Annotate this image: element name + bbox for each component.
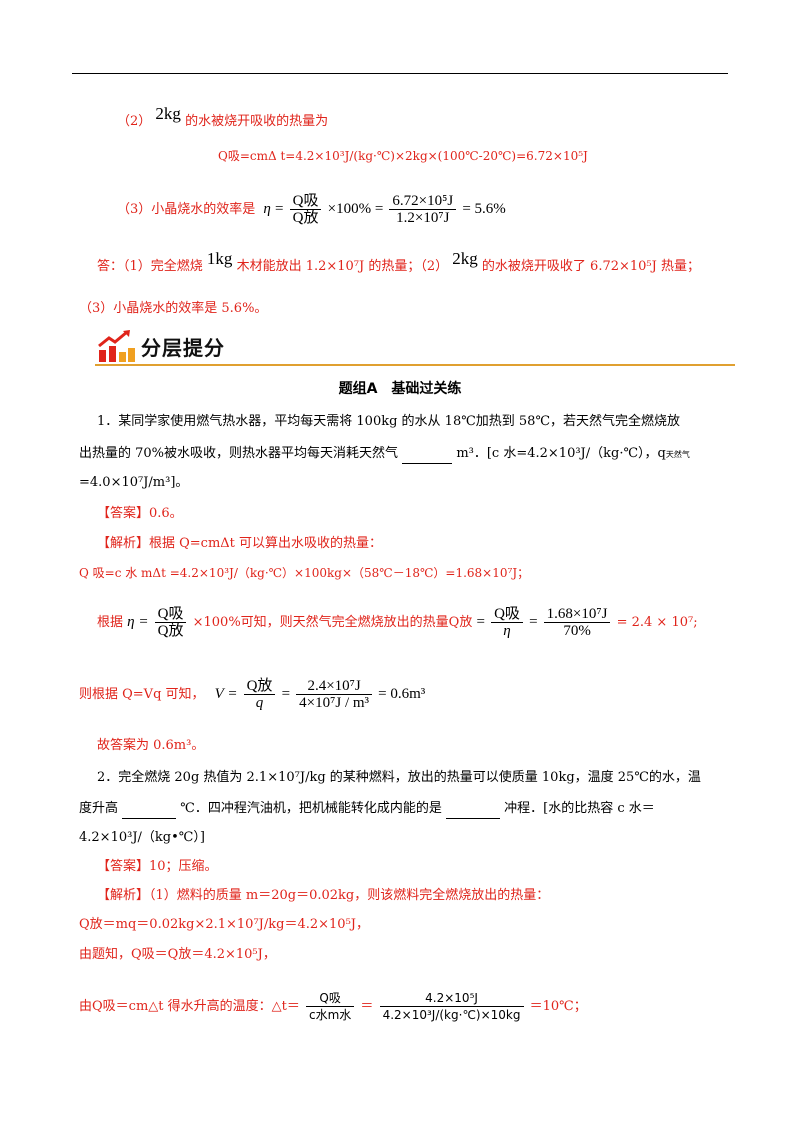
- q1-step2-text: ×100%可知，则天然气完全燃烧放出的热量Q放: [192, 615, 473, 630]
- q1-fraction-e: 2.4×10⁷J 4×10⁷J / m³: [296, 678, 373, 711]
- answer-text: 木材能放出 1.2×10⁷J 的热量；（2）: [236, 259, 449, 274]
- fraction-numerator: 4.2×10⁵J: [379, 990, 524, 1007]
- q2-text: 度升高: [79, 801, 119, 816]
- part3-label: （3）小晶烧水的效率是: [117, 202, 256, 217]
- growth-chart-icon: [98, 330, 135, 362]
- q1-fraction-b: Q吸 η: [491, 606, 523, 639]
- q1-step3: 则根据 Q=Vq 可知， V = Q放 q = 2.4×10⁷J 4×10⁷J …: [79, 678, 425, 711]
- answer-mass: 2kg: [452, 249, 478, 268]
- q2-line-1: 2．完全燃烧 20g 热值为 2.1×10⁷J/kg 的某种燃料，放出的热量可以…: [97, 770, 701, 785]
- q1-step2-text: 根据: [97, 615, 124, 630]
- q1-step1: Q 吸=c 水 mΔt =4.2×10³J/（kg·℃）×100kg×（58℃－…: [79, 566, 530, 580]
- q1-subscript: 天然气: [665, 450, 690, 459]
- fraction-numerator: 1.68×10⁷J: [543, 606, 611, 623]
- q2-step3-text: 由Q吸＝cm△t 得水升高的温度：△t＝: [79, 999, 300, 1014]
- q2-step2: 由题知，Q吸＝Q放＝4.2×10⁵J，: [79, 947, 276, 962]
- q1-line-3: =4.0×10⁷J/m³]。: [79, 475, 189, 490]
- fraction-denominator: η: [503, 623, 511, 639]
- q1-fraction-a: Q吸 Q放: [154, 606, 187, 639]
- fraction-numerator: 2.4×10⁷J: [296, 678, 373, 695]
- q2-step3: 由Q吸＝cm△t 得水升高的温度：△t＝ Q吸 c水m水 ＝ 4.2×10⁵J …: [79, 990, 587, 1023]
- q1-answer: 【答案】0.6。: [97, 506, 183, 521]
- answer-line-1: 答：（1）完全燃烧 1kg 木材能放出 1.2×10⁷J 的热量；（2） 2kg…: [97, 250, 700, 276]
- part3-line: （3）小晶烧水的效率是 η = Q吸 Q放 ×100% = 6.72×10⁵J …: [117, 193, 506, 226]
- banner-title: 分层提分: [141, 336, 225, 360]
- equals-sign: =: [529, 614, 538, 630]
- fraction-numerator: Q吸: [305, 990, 355, 1007]
- q2-fraction-a: Q吸 c水m水: [305, 990, 355, 1023]
- q2-analysis: 【解析】（1）燃料的质量 m＝20g＝0.02kg，则该燃料完全燃烧放出的热量：: [97, 888, 550, 903]
- fraction-denominator: c水m水: [308, 1008, 352, 1022]
- answer-mass: 1kg: [206, 249, 233, 268]
- q1-line-2: 出热量的 70%被水吸收，则热水器平均每天消耗天然气 m³．[c 水=4.2×1…: [79, 445, 690, 464]
- banner-rule: [95, 364, 735, 366]
- q2-text: ℃．四冲程汽油机，把机械能转化成内能的是: [180, 801, 442, 816]
- part2-label-line: （2） 2kg 的水被烧开吸收的热量为: [117, 105, 329, 131]
- fraction-denominator: Q放: [157, 623, 184, 639]
- fraction-denominator: 1.2×10⁷J: [396, 210, 450, 226]
- part2-label: （2）: [117, 114, 152, 129]
- fraction-denominator: 70%: [563, 623, 591, 639]
- fraction-numerator: 6.72×10⁵J: [389, 193, 457, 210]
- part2-formula: Q吸=cmΔ t=4.2×10³J/(kg·℃)×2kg×(100℃-20℃)=…: [218, 149, 588, 163]
- efficiency-fraction: Q吸 Q放: [289, 193, 322, 226]
- q1-text: 出热量的 70%被水吸收，则热水器平均每天消耗天然气: [79, 446, 399, 461]
- q1-step2-result: = 2.4 × 10⁷;: [616, 615, 698, 630]
- q2-step3-result: ＝10℃；: [529, 999, 587, 1014]
- fraction-denominator: 4.2×10³J/(kg·℃)×10kg: [382, 1008, 521, 1022]
- fraction-denominator: 4×10⁷J / m³: [299, 695, 370, 711]
- equals-sign: ＝: [360, 999, 374, 1014]
- fraction-numerator: Q吸: [289, 193, 322, 210]
- fraction-numerator: Q放: [243, 678, 276, 695]
- q2-line-3: 4.2×10³J/（kg•℃）]: [79, 830, 205, 845]
- times-100: ×100% =: [327, 201, 384, 217]
- q2-answer: 【答案】10；压缩。: [97, 859, 218, 874]
- q1-fraction-c: 1.68×10⁷J 70%: [543, 606, 611, 639]
- fraction-numerator: Q吸: [491, 606, 523, 623]
- q1-step3-result: = 0.6m³: [378, 686, 426, 702]
- answer-text: 答：（1）完全燃烧: [97, 259, 203, 274]
- section-title: 题组A 基础过关练: [338, 381, 462, 397]
- header-rule: [72, 73, 728, 74]
- fraction-denominator: q: [255, 695, 264, 711]
- part2-text: 的水被烧开吸收的热量为: [185, 114, 329, 129]
- q1-text: m³．[c 水=4.2×10³J/（kg·℃），q: [456, 446, 666, 461]
- q1-step3-text: 则根据 Q=Vq 可知，: [79, 687, 205, 702]
- part2-mass: 2kg: [155, 104, 181, 123]
- q1-final: 故答案为 0.6m³。: [97, 738, 205, 753]
- q2-text: 冲程．[水的比热容 c 水＝: [504, 801, 655, 816]
- efficiency-result: = 5.6%: [462, 201, 506, 217]
- q2-fraction-b: 4.2×10⁵J 4.2×10³J/(kg·℃)×10kg: [379, 990, 524, 1023]
- eta-symbol: η =: [127, 614, 149, 630]
- q1-answer-blank: [402, 445, 453, 464]
- q2-step1: Q放＝mq＝0.02kg×2.1×10⁷J/kg＝4.2×10⁵J，: [79, 917, 369, 932]
- q2-answer-blank-1: [122, 800, 177, 819]
- q1-fraction-d: Q放 q: [243, 678, 276, 711]
- answer-line-2: （3）小晶烧水的效率是 5.6%。: [79, 301, 268, 316]
- equals-sign: =: [281, 686, 291, 702]
- fraction-denominator: Q放: [292, 210, 319, 226]
- answer-text: 的水被烧开吸收了 6.72×10⁵J 热量；: [481, 259, 700, 274]
- section-banner: 分层提分: [95, 328, 735, 366]
- q1-step2: 根据 η = Q吸 Q放 ×100%可知，则天然气完全燃烧放出的热量Q放 = Q…: [97, 606, 698, 639]
- fraction-numerator: Q吸: [154, 606, 187, 623]
- efficiency-value-fraction: 6.72×10⁵J 1.2×10⁷J: [389, 193, 457, 226]
- q1-line-1: 1．某同学家使用燃气热水器，平均每天需将 100kg 的水从 18℃加热到 58…: [97, 414, 680, 429]
- q2-answer-blank-2: [445, 800, 500, 819]
- equals-sign: =: [476, 614, 485, 630]
- volume-symbol: V =: [214, 686, 238, 702]
- q1-analysis: 【解析】根据 Q=cmΔt 可以算出水吸收的热量：: [97, 536, 383, 551]
- eta-symbol: η: [263, 201, 271, 217]
- q2-line-2: 度升高 ℃．四冲程汽油机，把机械能转化成内能的是 冲程．[水的比热容 c 水＝: [79, 800, 655, 819]
